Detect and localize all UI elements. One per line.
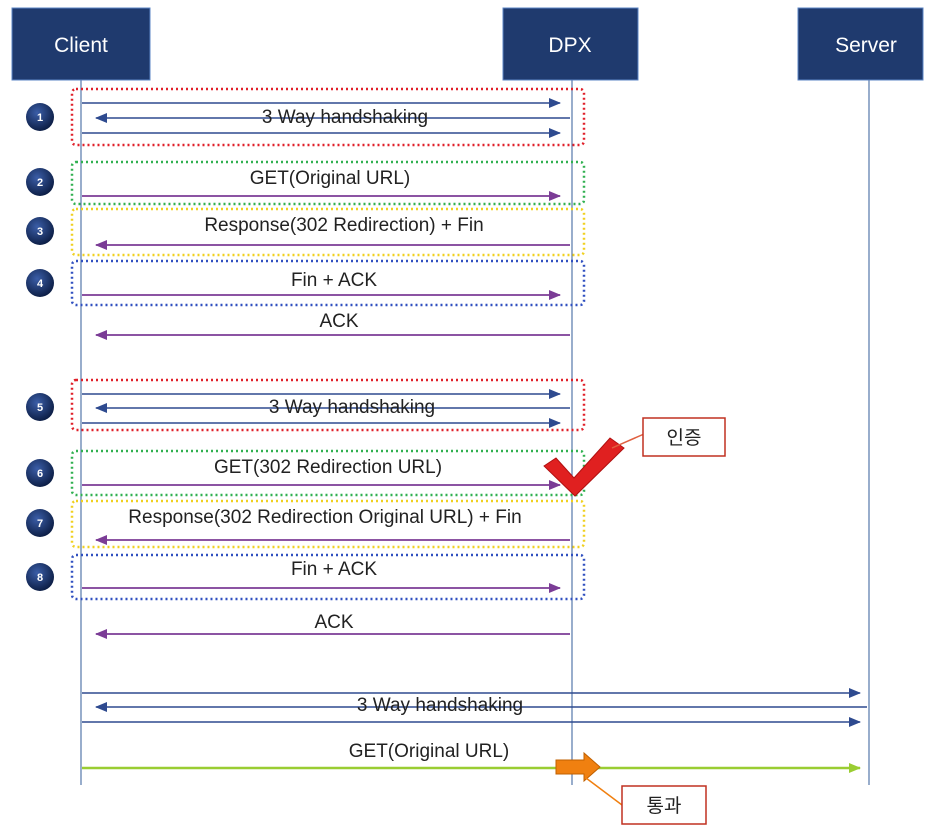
label-fin-ack-1: Fin + ACK [291, 270, 377, 291]
label-handshake-3: 3 Way handshaking [357, 695, 523, 716]
actor-dpx-label: DPX [548, 34, 591, 57]
pass-arrow-icon [555, 751, 601, 783]
step-badge-8: 8 [26, 563, 54, 591]
callout-auth-box [642, 417, 726, 457]
step-badge-1: 1 [26, 103, 54, 131]
step-badge-4: 4 [26, 269, 54, 297]
label-get-original: GET(Original URL) [250, 168, 410, 189]
label-response-302-fin: Response(302 Redirection) + Fin [204, 215, 483, 236]
label-fin-ack-2: Fin + ACK [291, 559, 377, 580]
svg-text:6: 6 [37, 468, 43, 480]
actor-server: Server [797, 7, 924, 81]
actor-dpx: DPX [502, 7, 639, 81]
svg-text:2: 2 [37, 177, 43, 189]
actor-client: Client [11, 7, 151, 81]
svg-text:8: 8 [37, 572, 43, 584]
label-ack-2: ACK [314, 612, 353, 633]
label-ack-1: ACK [319, 311, 358, 332]
label-get-original-server: GET(Original URL) [349, 741, 509, 762]
callout-leader-auth [611, 433, 645, 449]
actor-client-label: Client [54, 34, 108, 57]
callout-pass-label: 통과 [647, 795, 682, 817]
svg-text:5: 5 [37, 402, 43, 414]
group-box-response-302 [70, 207, 586, 257]
callout-leader-pass [585, 777, 623, 806]
group-box-fin-ack-1 [70, 259, 586, 307]
label-response-302-original-fin: Response(302 Redirection Original URL) +… [128, 507, 521, 528]
svg-text:3: 3 [37, 226, 43, 238]
label-handshake-2: 3 Way handshaking [269, 397, 435, 418]
step-badge-7: 7 [26, 509, 54, 537]
step-badge-6: 6 [26, 459, 54, 487]
svg-text:1: 1 [37, 112, 43, 124]
label-handshake-1: 3 Way handshaking [262, 107, 428, 128]
checkmark-icon [543, 437, 625, 497]
label-get-302: GET(302 Redirection URL) [214, 457, 442, 478]
actor-server-label: Server [835, 34, 897, 57]
step-badge-2: 2 [26, 168, 54, 196]
group-box-handshake-2 [70, 378, 586, 432]
svg-text:7: 7 [37, 518, 43, 530]
step-badge-3: 3 [26, 217, 54, 245]
callout-auth-label: 인증 [667, 427, 702, 449]
group-box-response-302-original [70, 499, 586, 549]
group-box-get-original [70, 160, 586, 206]
svg-text:4: 4 [37, 278, 44, 290]
step-badge-5: 5 [26, 393, 54, 421]
group-box-get-302 [70, 449, 586, 497]
callout-pass-box [621, 785, 707, 825]
group-box-fin-ack-2 [70, 553, 586, 601]
group-box-handshake-1 [70, 87, 586, 147]
